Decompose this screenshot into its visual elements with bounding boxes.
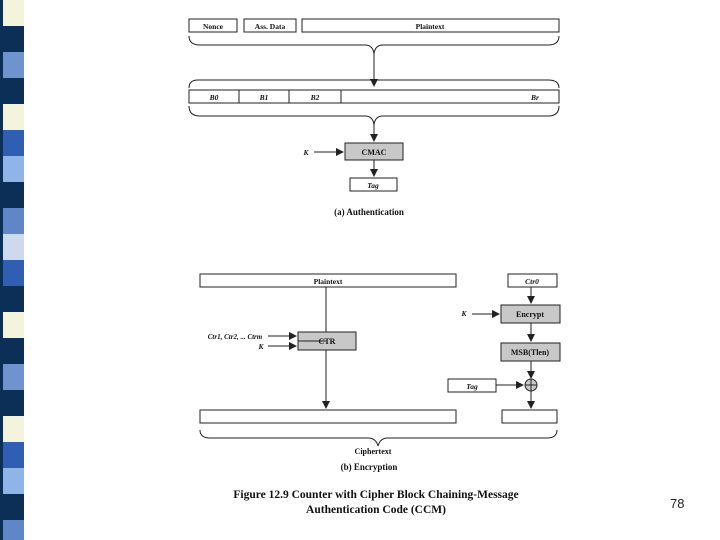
plaintext-field: [301, 18, 560, 33]
stripe-tile: [0, 0, 24, 26]
ciphertext-label: Ciphertext: [355, 447, 392, 456]
nonce-field: [188, 18, 238, 33]
slide-number: 78: [670, 496, 685, 511]
stripe-edge: [0, 0, 3, 540]
stripe-tile: [0, 130, 24, 156]
stripe-tile: [0, 416, 24, 442]
brace-top: [188, 35, 560, 55]
stripe-tile: [0, 234, 24, 260]
ciphertext-box-tag: [501, 409, 558, 424]
tag-box: [349, 177, 398, 192]
stripe-tile: [0, 494, 24, 520]
tag-label-b: Tag: [466, 382, 478, 391]
stripe-tile: [0, 26, 24, 52]
brace-ciphertext: [199, 429, 558, 447]
block-br: [340, 89, 560, 104]
key-label-a: K: [302, 148, 309, 157]
counters-label: Ctr1, Ctr2, ... Ctrm: [208, 333, 263, 341]
encryption-section: [199, 273, 561, 447]
stripe-tile: [0, 468, 24, 494]
msb-label: MSB(Tlen): [511, 348, 550, 357]
authentication-section: [188, 18, 560, 192]
plaintext-label-b: Plaintext: [314, 277, 343, 286]
authentication-caption: (a) Authentication: [334, 207, 404, 217]
ctr-label: CTR: [319, 337, 336, 346]
figure-caption-line1: Figure 12.9 Counter with Cipher Block Ch…: [233, 489, 518, 501]
encryption-caption: (b) Encryption: [341, 462, 398, 472]
tag-label-a: Tag: [367, 181, 379, 190]
brace-blocks-top: [188, 79, 560, 89]
stripe-tile: [0, 338, 24, 364]
stripe-tile: [0, 260, 24, 286]
encrypt-label: Encrypt: [516, 310, 544, 319]
stripe-tile: [0, 442, 24, 468]
nonce-label: Nonce: [203, 22, 224, 31]
stripe-tile: [0, 156, 24, 182]
ctr0-label: Ctr0: [525, 277, 539, 286]
stripe-tile: [0, 208, 24, 234]
stripe-tile: [0, 182, 24, 208]
brace-blocks-bottom: [188, 105, 560, 126]
block-b1-label: B1: [259, 93, 269, 102]
ass-data-field: [243, 18, 297, 33]
decorative-stripe: [0, 0, 24, 540]
block-br-label: Br: [530, 93, 539, 102]
plaintext-label-a: Plaintext: [416, 22, 445, 31]
ciphertext-box-main: [199, 409, 457, 424]
cmac-label: CMAC: [362, 148, 387, 157]
stripe-tile: [0, 390, 24, 416]
stripe-tile: [0, 286, 24, 312]
figure-caption-line2: Authentication Code (CCM): [306, 504, 446, 516]
stripe-tile: [0, 520, 24, 540]
stripe-tile: [0, 364, 24, 390]
block-b2-label: B2: [310, 93, 320, 102]
stripe-tile: [0, 78, 24, 104]
stripe-tile: [0, 104, 24, 130]
ass-data-label: Ass. Data: [255, 22, 286, 31]
ctr0-box: [507, 273, 558, 288]
key-label-ctr: K: [257, 342, 264, 351]
block-b0-label: B0: [209, 93, 219, 102]
key-label-encrypt: K: [460, 309, 467, 318]
stripe-tile: [0, 52, 24, 78]
stripe-tile: [0, 312, 24, 338]
plaintext-box-b: [199, 273, 457, 288]
